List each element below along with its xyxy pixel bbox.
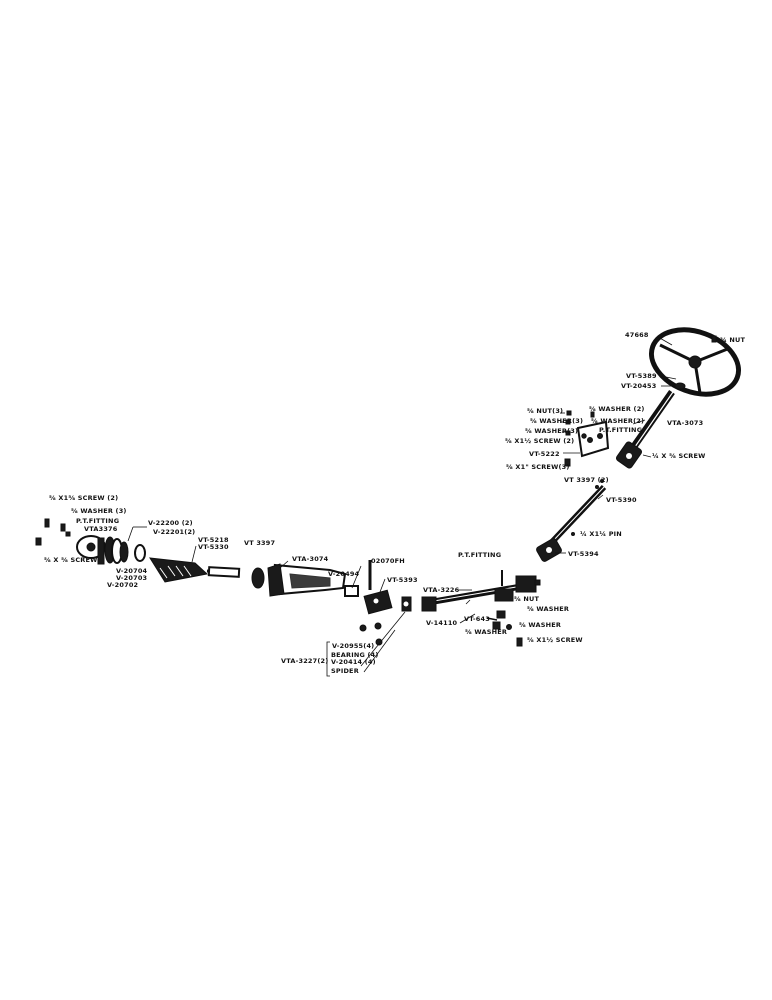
label-vta-3227: VTA-3227(2) [281,657,328,665]
label-v-22201: V-22201(2) [153,528,195,536]
drag-link [421,570,541,612]
label-vt-643: VT-643 [464,615,490,623]
label-vt-5389: VT-5389 [626,372,657,380]
label-vt-3397: VT 3397 [244,539,275,547]
label-v-20704: V-20704 [116,567,148,575]
drag-link-fasteners [486,610,523,647]
label-washer-2b: ⅝ WASHER(2) [591,417,644,425]
wheel-nut [711,335,717,343]
housing-screws [35,518,71,546]
label-vt-5393: VT-5393 [387,576,418,584]
label-bracket-washer-2: ⅝ WASHER(3) [525,427,578,435]
label-vt-5390: VT-5390 [606,496,637,504]
label-v-20414: V-20414 (4) [331,658,376,666]
label-bracket-washer-1: ⅝ WASHER(3) [530,417,583,425]
label-vt-3397-2: VT 3397 (2) [564,476,609,484]
label-drag-washer-3: ⅝ WASHER [465,628,507,636]
intermediate-shaft [549,479,607,545]
label-drag-screw: ⅝ X1½ SCREW [527,636,583,644]
label-v-20955: V-20955(4) [332,642,374,650]
label-v-14110: V-14110 [426,619,458,627]
label-vta-3226: VTA-3226 [423,586,460,594]
bracket-fasteners [564,410,595,467]
upper-steering-column [615,389,675,469]
label-vta-3073: VTA-3073 [667,419,703,427]
label-pt-fitting-left: P.T.FITTING [76,517,119,525]
label-drag-washer-1: ⅝ WASHER [527,605,569,613]
bushing [344,585,359,597]
column-bracket [576,420,610,458]
label-drag-nut: ⅝ NUT [514,595,540,603]
label-pin: ¼ X1¼ PIN [580,530,622,538]
label-vta3376: VTA3376 [84,525,118,533]
label-vt-5330: VT-5330 [198,543,229,551]
label-pt-fitting-drag: P.T.FITTING [458,551,501,559]
label-vt-5218: VT-5218 [198,536,229,544]
label-v-22200: V-22200 (2) [148,519,193,527]
label-housing-washer: ⅝ WASHER (3) [71,507,127,515]
label-wheel-nut: ¾ NUT [720,336,746,344]
label-pt-fitting-upper: P.T.FITTING [599,426,642,434]
steering-gear-housing [76,535,146,565]
steering-wheel [648,327,742,397]
label-side-screw: ⅝ X ⅝ SCREW [44,556,98,564]
label-column-screw: ¼ X ⅝ SCREW [652,452,706,460]
leader-lines [127,336,677,677]
label-bracket-nut: ⅝ NUT(3) [527,407,563,415]
bearings-small [359,622,383,646]
label-washer-2a: ⅝ WASHER (2) [589,405,645,413]
horn-cap [674,382,686,390]
label-bracket-screw-3: ⅝ X1" SCREW(3) [506,463,570,471]
pin [207,566,241,578]
spider-assembly [401,596,412,612]
label-spider: SPIDER [331,667,359,675]
part-labels: 47668 ¾ NUT VT-5389 VT-20453 VTA-3073 ⅝ … [44,331,746,675]
steering-column-jacket [267,563,347,597]
upper-universal-joint [536,532,575,562]
label-02070fh: 02070FH [371,557,405,565]
label-v-20494: V-20494 [328,570,360,578]
label-vt-5394: VT-5394 [568,550,599,558]
jacket-clamp [251,567,265,589]
label-bearing: BEARING (4) [331,651,379,659]
label-housing-screw: ⅝ X1⅝ SCREW (2) [49,494,118,502]
label-vt-20453: VT-20453 [621,382,656,390]
label-47668: 47668 [625,331,649,339]
label-vt-5222: VT-5222 [529,450,560,458]
label-v-20703: V-20703 [116,574,147,582]
label-drag-washer-2: ⅝ WASHER [519,621,561,629]
lower-universal-joint [363,589,393,615]
label-v-20702: V-20702 [107,581,138,589]
label-vta-3074: VTA-3074 [292,555,329,563]
label-bracket-screw: ⅝ X1½ SCREW (2) [505,437,574,445]
